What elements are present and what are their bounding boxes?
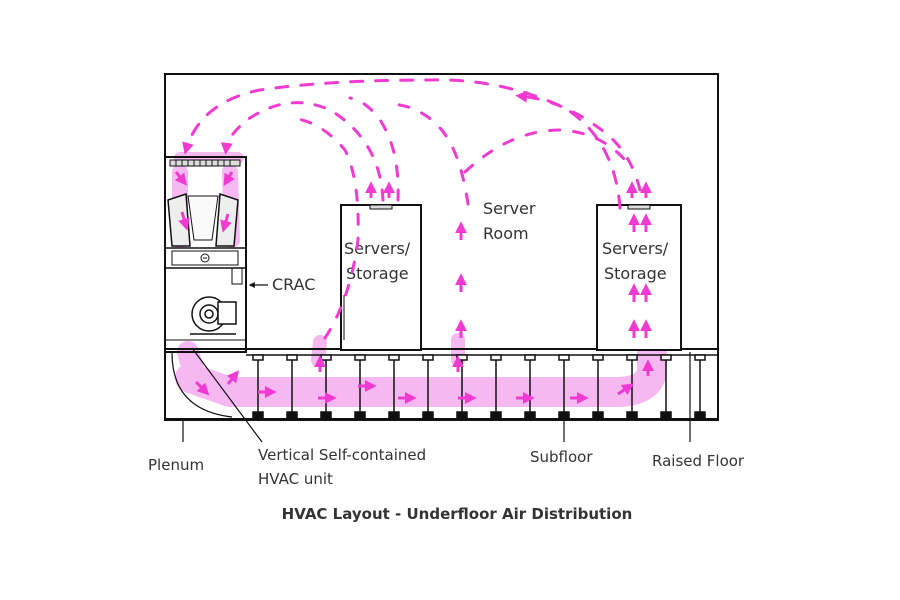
floor-pedestal-base (388, 411, 400, 419)
plenum-label: Plenum (148, 456, 204, 474)
damper-knob-icon (200, 253, 210, 263)
floor-pedestal-cap (422, 354, 434, 361)
airflow-arrow-icon (617, 383, 634, 396)
hvac-unit-label-1: Vertical Self-contained (258, 446, 426, 464)
rack-right-vent (627, 204, 651, 210)
floor-pedestal-base (490, 411, 502, 419)
airflow-up-arrows (314, 181, 652, 372)
rack-left-label-1: Servers/ (344, 239, 411, 258)
floor-pedestal-base (626, 411, 638, 419)
floor-pedestal-base (422, 411, 434, 419)
floor-pedestal-base (524, 411, 536, 419)
rack-left-body (340, 204, 422, 351)
airflow-arrow-icon (182, 78, 622, 210)
floor-pedestal-cap (354, 354, 366, 361)
hvac-unit-label-2: HVAC unit (258, 470, 333, 488)
server-room-label-2: Room (483, 224, 529, 243)
rack-right-label-1: Servers/ (602, 239, 669, 258)
rack-right-body (596, 204, 682, 351)
server-room-label-1: Server (483, 199, 536, 218)
floor-pedestal-cap (694, 354, 706, 361)
blower-fan-icon (190, 296, 237, 335)
plenum-drop-band (177, 341, 207, 391)
crac-base (164, 339, 247, 353)
raised-floor-assembly (165, 348, 718, 420)
airflow-arrows (182, 78, 642, 340)
underfloor-arrows (174, 171, 654, 404)
rack-left-label-2: Storage (346, 264, 409, 283)
coil-left (167, 192, 191, 247)
floor-pedestal-cap (592, 354, 604, 361)
filter-funnel (187, 195, 219, 241)
rack-left-rise-band (311, 335, 327, 367)
raised-floor-label: Raised Floor (652, 452, 745, 470)
floor-pedestal-cap (286, 354, 298, 361)
floor-pedestal-cap (456, 354, 468, 361)
floor-pedestal-cap (524, 354, 536, 361)
floor-pedestal-base (320, 411, 332, 419)
airflow-arrow-icon (174, 171, 187, 186)
floor-pedestal-base (354, 411, 366, 419)
airflow-arrow-icon (178, 211, 190, 231)
floor-pedestal-cap (558, 354, 570, 361)
floor-pedestal-cap (660, 354, 672, 361)
airflow-arrow-icon (288, 116, 360, 340)
floor-pedestal-base (592, 411, 604, 419)
server-rack-right: Servers/ Storage (596, 204, 682, 351)
floor-pedestal-base (558, 411, 570, 419)
diagram-caption: HVAC Layout - Underfloor Air Distributio… (282, 505, 633, 523)
rack-right-label-2: Storage (604, 264, 667, 283)
floor-pedestal-cap (490, 354, 502, 361)
airflow-arrow-icon (194, 380, 210, 396)
airflow-arrow-icon (390, 102, 470, 206)
airflow-arrow-icon (220, 213, 232, 233)
subfloor-label: Subfloor (530, 448, 593, 466)
airflow-arrow-icon (348, 96, 400, 202)
server-rack-left: Servers/ Storage (340, 204, 422, 351)
floor-pedestal-base (286, 411, 298, 419)
floor-pedestal-base (456, 411, 468, 419)
floor-pedestal-cap (626, 354, 638, 361)
airflow-arrow-icon (220, 101, 385, 202)
floor-pedestal-base (252, 411, 264, 419)
crac-intake-grille (169, 159, 241, 167)
floor-pedestal-base (660, 411, 672, 419)
hvac-unit-leader-line (191, 347, 263, 443)
airflow-arrow-icon (463, 128, 627, 174)
floor-pedestal-cap (388, 354, 400, 361)
rack-left-vent (369, 204, 393, 210)
floor-pedestal-base (694, 411, 706, 419)
floor-pedestal-cap (252, 354, 264, 361)
airflow-arrow-icon (226, 370, 239, 385)
crac-label: CRAC (272, 275, 315, 294)
plenum-curve (171, 352, 233, 418)
airflow-arrow-icon (223, 171, 235, 187)
intake-grille-slats (175, 160, 231, 166)
control-box (231, 267, 243, 285)
airflow-arrow-icon (515, 90, 642, 192)
floor-pedestal-cap (320, 354, 332, 361)
